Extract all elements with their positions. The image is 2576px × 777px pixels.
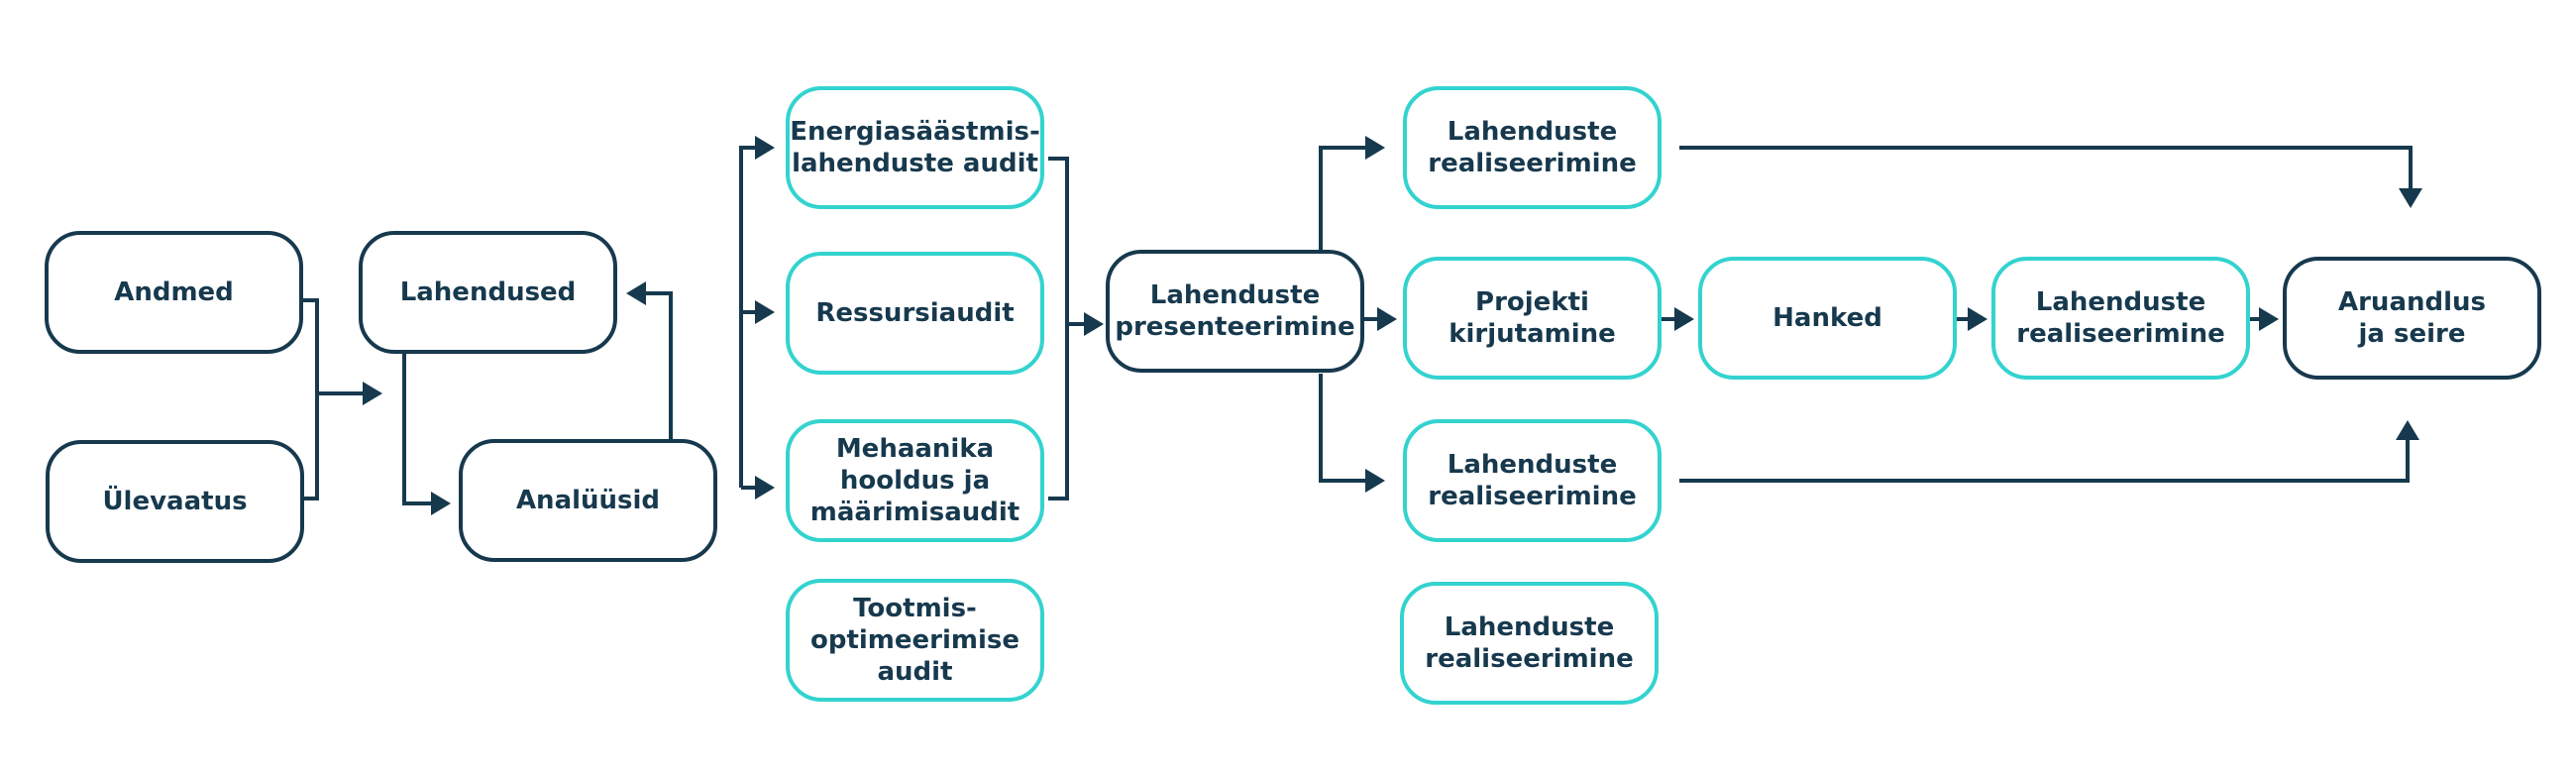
node-label: hooldus ja xyxy=(840,466,990,496)
connector-top-aruandlus xyxy=(1679,146,2413,190)
node-box xyxy=(1403,86,1662,209)
node-box xyxy=(45,231,303,354)
connectors xyxy=(302,136,2422,515)
node-label: määrimisaudit xyxy=(810,498,1020,527)
arrowhead xyxy=(755,136,775,160)
node-energiasaastmis-audit: Energiasäästmis-lahenduste audit xyxy=(786,86,1044,209)
connector-pres-bottom xyxy=(1319,374,1367,483)
arrowhead xyxy=(2396,420,2419,440)
node-label: lahenduste audit xyxy=(792,149,1038,178)
node-label: realiseerimine xyxy=(2016,319,2224,349)
node-box xyxy=(1698,257,1957,380)
node-label: audit xyxy=(877,657,952,687)
node-label: Aruandlus xyxy=(2338,287,2486,317)
connector-audit-merge xyxy=(1048,157,1069,500)
node-box xyxy=(2283,257,2541,380)
node-label: Analüüsid xyxy=(516,486,660,515)
connector-andmed-merge xyxy=(302,298,367,395)
connector-analuusid-lahendused xyxy=(644,291,673,441)
node-box xyxy=(1400,582,1659,705)
arrowhead xyxy=(626,281,646,305)
node-box xyxy=(786,579,1044,702)
node-andmed: Andmed xyxy=(45,231,303,354)
node-label: Lahendused xyxy=(400,278,577,307)
arrowhead xyxy=(2259,307,2279,331)
arrowhead xyxy=(2399,188,2422,208)
node-box xyxy=(786,419,1044,542)
arrowhead xyxy=(1084,312,1104,336)
node-ulevaatus: Ülevaatus xyxy=(46,440,304,563)
node-ressursiaudit: Ressursiaudit xyxy=(786,252,1044,375)
node-label: realiseerimine xyxy=(1428,149,1636,178)
node-label: ja seire xyxy=(2358,319,2466,349)
connector-pres-top xyxy=(1319,146,1367,252)
arrowhead xyxy=(1377,307,1397,331)
connector-ulevaatus-merge xyxy=(302,393,319,500)
node-label: Mehaanika xyxy=(836,434,994,464)
arrowhead xyxy=(363,382,382,405)
node-label: Ressursiaudit xyxy=(815,298,1014,328)
node-box xyxy=(1403,257,1662,380)
node-box xyxy=(46,440,304,563)
node-label: Andmed xyxy=(114,278,234,307)
arrowhead xyxy=(1968,307,1987,331)
arrowhead xyxy=(1674,307,1694,331)
node-box xyxy=(1106,250,1364,373)
connector-audit-branch xyxy=(739,146,757,488)
node-analuusid: Analüüsid xyxy=(459,439,717,562)
node-label: Projekti xyxy=(1475,287,1589,317)
node-label: realiseerimine xyxy=(1428,482,1636,511)
node-box xyxy=(359,231,617,354)
node-box xyxy=(1403,419,1662,542)
node-label: Energiasäästmis- xyxy=(790,117,1040,147)
node-label: Lahenduste xyxy=(1150,280,1320,310)
node-lahendused: Lahendused xyxy=(359,231,617,354)
node-label: Lahenduste xyxy=(1445,612,1614,642)
node-label: Ülevaatus xyxy=(102,484,247,516)
node-box xyxy=(786,252,1044,375)
node-box xyxy=(1991,257,2250,380)
node-label: Lahenduste xyxy=(2036,287,2205,317)
arrowhead xyxy=(755,300,775,324)
node-label: Lahenduste xyxy=(1448,450,1617,480)
arrowhead xyxy=(1365,469,1385,493)
node-label: kirjutamine xyxy=(1449,319,1616,349)
connector-lahendused-analuusid xyxy=(402,352,434,505)
arrowhead xyxy=(755,476,775,500)
node-label: presenteerimine xyxy=(1115,312,1354,342)
node-box xyxy=(786,86,1044,209)
node-label: Hanked xyxy=(1772,303,1882,333)
node-label: Tootmis- xyxy=(853,594,977,623)
arrowhead xyxy=(431,492,451,515)
arrowhead xyxy=(1365,136,1385,160)
node-label: Lahenduste xyxy=(1448,117,1617,147)
node-box xyxy=(459,439,717,562)
connector-low-aruandlus xyxy=(1679,438,2410,483)
node-label: realiseerimine xyxy=(1425,644,1633,674)
node-label: optimeerimise xyxy=(810,625,1020,655)
node-hanked: Hanked xyxy=(1698,257,1957,380)
